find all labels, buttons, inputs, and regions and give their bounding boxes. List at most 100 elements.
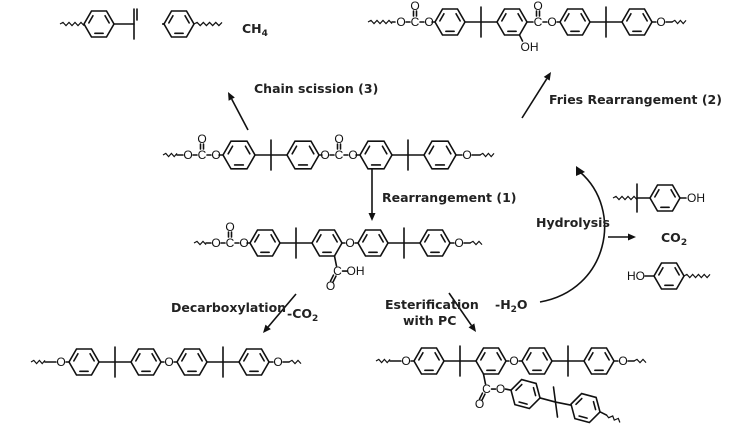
- oxygen-atom: O: [424, 15, 433, 29]
- carbonyl-bond: [481, 393, 486, 401]
- wavy-bond: [367, 19, 393, 25]
- arrow-head: [628, 233, 636, 241]
- oxygen-atom: O: [401, 354, 410, 368]
- hydroxyl-label: HO: [627, 269, 645, 283]
- ring-outline: [559, 8, 591, 36]
- wavy-bond: [59, 21, 85, 27]
- ring-outline: [413, 347, 445, 375]
- carbonyl-bond: [329, 274, 335, 282]
- ring-double-bond: [674, 266, 680, 276]
- oxygen-atom: O: [396, 15, 405, 29]
- wavy-bond: [606, 414, 621, 423]
- bond: [504, 388, 512, 391]
- ring-double-bond: [658, 266, 664, 276]
- methane-formula: CH4: [242, 21, 268, 39]
- oxygen-atom: O: [533, 0, 542, 13]
- ring-double-bond: [181, 352, 187, 362]
- ring-outline: [222, 140, 256, 170]
- arrow-shaft: [521, 78, 548, 119]
- ring-double-bond: [135, 352, 141, 362]
- oxygen-atom: O: [239, 236, 248, 250]
- carbon-atom: C: [198, 148, 207, 162]
- benzene-ring: [249, 229, 281, 257]
- benzene-ring: [570, 392, 601, 424]
- arrow-shaft: [539, 171, 606, 303]
- ring-outline: [570, 392, 601, 424]
- benzene-ring: [68, 348, 100, 376]
- wavy-bond: [30, 359, 46, 365]
- co2-formula: CO2: [661, 230, 687, 248]
- ring-outline: [68, 348, 100, 376]
- ring-double-bond: [515, 383, 523, 392]
- ring-double-bond: [496, 351, 502, 361]
- minus-h2o-sub: 2: [511, 305, 517, 315]
- oxygen-atom: O: [454, 236, 463, 250]
- carboxyl-bond: [333, 255, 338, 267]
- chain-scission-label: Chain scission (3): [254, 81, 378, 96]
- oxygen-atom: O: [164, 355, 173, 369]
- ring-double-bond: [542, 351, 548, 361]
- arrow-head: [368, 213, 376, 221]
- oxygen-atom: O: [345, 236, 354, 250]
- fries-rearrangement-label: Fries Rearrangement (2): [549, 92, 722, 107]
- ring-outline: [238, 348, 270, 376]
- esterification-arrow: [448, 292, 476, 332]
- ring-outline: [475, 347, 507, 375]
- benzene-ring: [621, 8, 653, 36]
- arrow-head: [468, 323, 476, 332]
- ring-double-bond: [364, 145, 371, 155]
- ring-double-bond: [575, 397, 583, 406]
- ring-outline: [83, 10, 115, 38]
- ring-double-bond: [88, 14, 94, 24]
- arrow-head: [576, 166, 585, 176]
- ring-double-bond: [184, 14, 190, 24]
- bond: [539, 397, 557, 403]
- wavy-bond: [288, 359, 302, 365]
- ring-outline: [521, 347, 553, 375]
- ring-outline: [163, 10, 195, 38]
- oxygen-atom: O: [273, 355, 282, 369]
- wavy-bond: [683, 273, 711, 279]
- oxygen-atom: O: [547, 15, 556, 29]
- oxygen-atom: O: [348, 148, 357, 162]
- ring-outline: [649, 184, 681, 212]
- minus-co2-prefix: -CO: [287, 306, 312, 321]
- oxygen-atom: O: [197, 132, 206, 146]
- oxygen-atom: O: [225, 220, 234, 234]
- oxygen-atom: O: [211, 148, 220, 162]
- ring-double-bond: [89, 352, 95, 362]
- ring-double-bond: [592, 400, 597, 411]
- benzene-ring: [583, 347, 615, 375]
- ring-outline: [130, 348, 162, 376]
- decarboxylation-label: Decarboxylation: [171, 300, 286, 315]
- carbon-atom: C: [335, 148, 344, 162]
- ring-outline: [357, 229, 389, 257]
- ring-outline: [583, 347, 615, 375]
- oxygen-atom: O: [618, 354, 627, 368]
- benzene-ring: [176, 348, 208, 376]
- arrow-head: [228, 92, 235, 101]
- arrow-head: [263, 324, 271, 333]
- benzene-ring: [496, 8, 528, 36]
- minus-co2-label: -CO2: [287, 306, 318, 324]
- benzene-ring: [434, 8, 466, 36]
- ring-outline: [510, 378, 541, 410]
- carbon-atom: C: [333, 264, 342, 278]
- benzene-ring: [238, 348, 270, 376]
- ring-double-bond: [517, 12, 523, 22]
- minus-h2o-suffix: O: [517, 297, 528, 312]
- oxygen-atom: O: [211, 236, 220, 250]
- benzene-ring: [423, 140, 457, 170]
- ring-double-bond: [308, 145, 315, 155]
- ring-double-bond: [532, 386, 537, 397]
- ring-double-bond: [455, 12, 461, 22]
- ring-double-bond: [445, 145, 452, 155]
- ring-double-bond: [518, 401, 528, 405]
- co2-sub: 2: [681, 238, 687, 248]
- ring-double-bond: [227, 145, 234, 155]
- ring-double-bond: [434, 351, 440, 361]
- minus-h2o-prefix: -H: [495, 297, 511, 312]
- benzene-ring: [475, 347, 507, 375]
